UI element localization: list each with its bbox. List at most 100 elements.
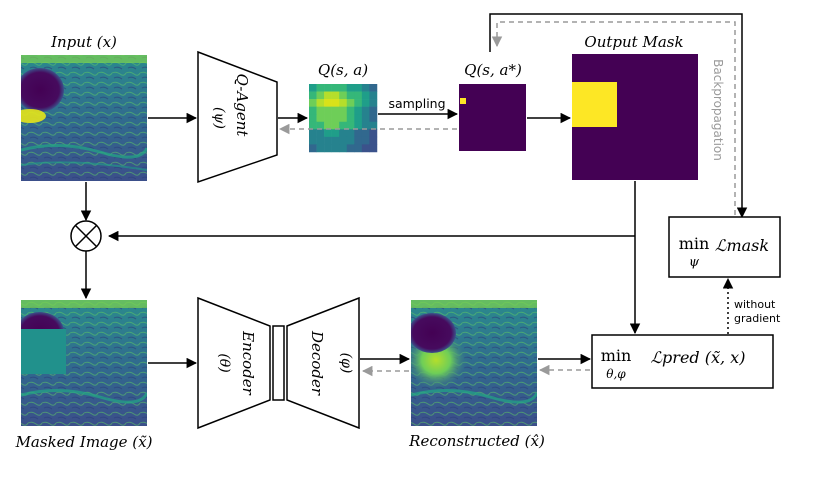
qsa-cell xyxy=(339,99,348,107)
qsa-heatmap xyxy=(309,84,378,153)
qsa-cell xyxy=(309,144,317,153)
qsa-cell xyxy=(369,136,378,145)
qsa-cell xyxy=(354,144,363,153)
qsa-cell xyxy=(339,121,348,130)
qsa-cell xyxy=(339,129,348,138)
decoder-param: (φ) xyxy=(338,353,354,374)
reconstructed-image xyxy=(411,300,537,426)
qsa-cell xyxy=(331,84,340,92)
qsa-cell xyxy=(331,121,340,130)
encoder-block: Encoder (θ) xyxy=(197,296,271,430)
qsa-cell xyxy=(324,99,332,107)
qsa-cell xyxy=(309,91,317,100)
qsa-cell xyxy=(346,144,355,153)
qsa-cell xyxy=(346,136,355,145)
input-label: Input (x) xyxy=(50,33,117,51)
qsa-cell xyxy=(354,136,363,145)
qsa-cell xyxy=(369,121,378,130)
qsa-cell xyxy=(324,114,332,123)
circled-times-icon xyxy=(70,220,102,252)
loss-mask-min: min xyxy=(679,234,710,253)
q-agent-block: Q-Agent (ψ) xyxy=(197,50,278,184)
qsa-cell xyxy=(309,84,317,92)
qsa-cell xyxy=(346,114,355,123)
encoder-name: Encoder xyxy=(239,330,257,396)
qsa-cell xyxy=(354,91,363,100)
qsa-cell xyxy=(316,91,325,100)
loss-pred-sub: θ,φ xyxy=(606,367,626,381)
qsa-cell xyxy=(316,99,325,107)
qsa-cell xyxy=(324,84,332,92)
loss-pred-expr: ℒpred (x̃, x) xyxy=(651,348,746,367)
qsa-cell xyxy=(309,121,317,130)
qsa-cell xyxy=(346,129,355,138)
qsa-cell xyxy=(339,106,348,115)
qsa-cell xyxy=(316,121,325,130)
qsa-cell xyxy=(309,99,317,107)
loss-mask-box: min ψ ℒmask xyxy=(668,216,781,278)
qsa-cell xyxy=(331,91,340,100)
qsa-cell xyxy=(339,84,348,92)
qsa-cell xyxy=(369,84,378,92)
qsa-cell xyxy=(331,99,340,107)
qsa-cell xyxy=(369,129,378,138)
qsa-cell xyxy=(354,106,363,115)
loss-pred-box: min θ,φ ℒpred (x̃, x) xyxy=(591,334,774,389)
qsa-cell xyxy=(331,136,340,145)
backpropagation-label: Backpropagation xyxy=(711,59,725,161)
qsa-cell xyxy=(354,121,363,130)
arrow-grad-backprop xyxy=(491,21,736,215)
qsa-cell xyxy=(324,136,332,145)
qsa-cell xyxy=(324,129,332,138)
qsa-star-image xyxy=(459,84,526,151)
qsa-cell xyxy=(369,106,378,115)
qsa-cell xyxy=(316,106,325,115)
reconstructed-label: Reconstructed (x̂) xyxy=(408,432,545,450)
qsa-cell xyxy=(339,136,348,145)
qsa-cell xyxy=(309,114,317,123)
qsa-cell xyxy=(369,144,378,153)
q-agent-param: (ψ) xyxy=(211,107,227,129)
qsa-cell xyxy=(316,144,325,153)
qsa-cell xyxy=(369,114,378,123)
decoder-name: Decoder xyxy=(308,330,326,396)
qsa-cell xyxy=(346,121,355,130)
qsa-cell xyxy=(339,91,348,100)
decoder-block: Decoder (φ) xyxy=(286,296,360,430)
loss-mask-expr: ℒmask xyxy=(715,236,769,255)
qsa-cell xyxy=(361,129,370,138)
qsa-cell xyxy=(361,136,370,145)
qsa-cell xyxy=(354,84,363,92)
qsa-cell xyxy=(361,114,370,123)
latent-bottleneck xyxy=(272,325,285,401)
qsa-cell xyxy=(354,114,363,123)
qsa-cell xyxy=(346,99,355,107)
qsa-cell xyxy=(316,84,325,92)
qsa-cell xyxy=(361,84,370,92)
qsa-cell xyxy=(316,114,325,123)
qsa-cell xyxy=(316,129,325,138)
qsa-cell xyxy=(339,144,348,153)
qsa-cell xyxy=(346,84,355,92)
qsa-cell xyxy=(324,144,332,153)
loss-pred-min: min xyxy=(601,346,632,365)
encoder-param: (θ) xyxy=(216,353,232,372)
sampling-label: sampling xyxy=(388,96,445,111)
masked-image xyxy=(21,300,147,426)
qsa-cell xyxy=(324,121,332,130)
qsa-cell xyxy=(331,129,340,138)
output-mask-label: Output Mask xyxy=(584,33,683,51)
qsa-cell xyxy=(331,114,340,123)
qsa-cell xyxy=(309,106,317,115)
qsa-cell xyxy=(361,91,370,100)
qsa-cell xyxy=(324,106,332,115)
qsa-cell xyxy=(369,99,378,107)
arrow-loss-mask-to-top xyxy=(489,13,748,219)
qsa-cell xyxy=(361,99,370,107)
qsa-cell xyxy=(346,106,355,115)
qsa-cell xyxy=(331,144,340,153)
qsa-cell xyxy=(339,114,348,123)
